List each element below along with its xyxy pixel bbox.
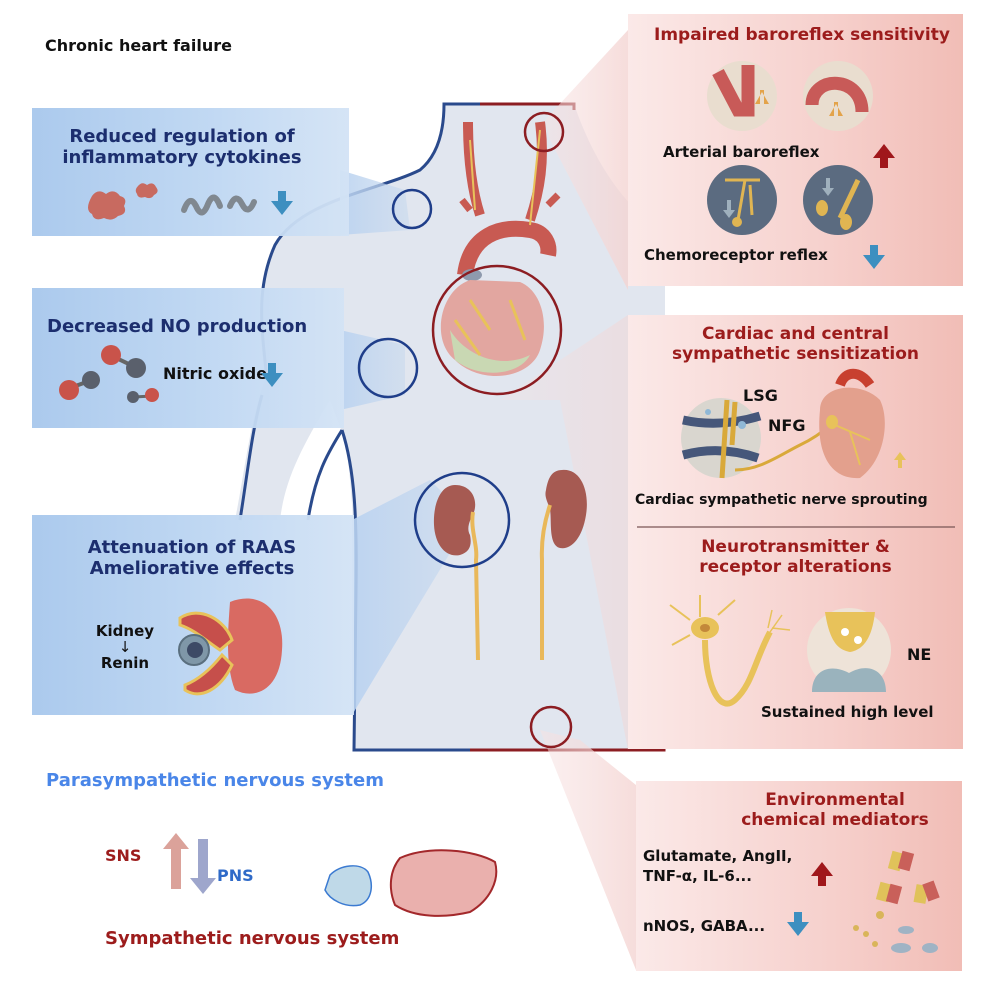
kidney-renin-flow: Kidney ↓ Renin [85, 622, 165, 672]
callout-wedge-cytokines [340, 170, 410, 235]
panel-sensitization-title-line2: sympathetic sensitization [671, 344, 919, 364]
panel-sensitization-title-line1: Cardiac and central [702, 324, 889, 344]
panel-neurotransmitter-title-line1: Neurotransmitter & [701, 537, 890, 557]
upregulated-line2: TNF-α, IL-6... [643, 867, 752, 885]
parasympathetic-label: Parasympathetic nervous system [46, 770, 384, 791]
panel-neurotransmitter-title-line2: receptor alterations [699, 557, 892, 577]
panel-cytokines-title-line2: inflammatory cytokines [62, 147, 302, 168]
left-kidney [433, 485, 476, 556]
chemoreceptor-reflex-label: Chemoreceptor reflex [644, 246, 828, 264]
panel-neurotransmitter-title: Neurotransmitter & receptor alterations [628, 537, 963, 577]
nfg-label: NFG [768, 416, 806, 435]
panel-raas-title: Attenuation of RAAS Ameliorative effects [62, 537, 322, 579]
callout-wedge-sensitization [500, 315, 628, 750]
downregulated-mediators: nNOS, GABA... [643, 917, 766, 935]
panel-environmental-title-line2: chemical mediators [741, 810, 929, 830]
panel-raas-title-line1: Attenuation of RAAS [87, 537, 297, 558]
highlight-circle-heart [431, 264, 563, 396]
highlight-circle-abdomen [529, 705, 573, 749]
panel-baroreflex [628, 14, 963, 286]
flow-arrow-icon: ↓ [118, 638, 132, 656]
pns-label: PNS [217, 866, 254, 885]
highlight-circle-no [357, 337, 419, 399]
arterial-baroreflex-label: Arterial baroreflex [663, 143, 820, 161]
panel-sensitization [628, 315, 963, 749]
highlight-circle-kidney [413, 471, 511, 569]
sprouting-caption: Cardiac sympathetic nerve sprouting [635, 492, 928, 508]
panel-nitric-oxide-title: Decreased NO production [47, 316, 308, 337]
upregulated-line1: Glutamate, AngII, [643, 847, 793, 865]
callout-wedge-no [340, 330, 405, 410]
callout-wedge-baroreflex [545, 30, 628, 290]
lsg-label: LSG [743, 386, 778, 405]
sns-label: SNS [105, 846, 142, 865]
panel-raas-title-line2: Ameliorative effects [89, 558, 295, 579]
panel-cytokines-title-line1: Reduced regulation of [69, 126, 295, 147]
torso-silhouette [235, 104, 665, 750]
panel-nitric-oxide [32, 288, 344, 428]
panel-cytokines-title: Reduced regulation of inflammatory cytok… [32, 126, 332, 168]
upregulated-mediators: Glutamate, AngII, TNF-α, IL-6... [643, 846, 792, 886]
right-kidney [545, 469, 587, 549]
flow-kidney: Kidney [95, 622, 155, 640]
sympathetic-label: Sympathetic nervous system [105, 928, 400, 949]
panel-environmental-title-line1: Environmental [765, 790, 905, 810]
panel-environmental-title: Environmental chemical mediators [700, 790, 970, 830]
panel-environmental [636, 781, 962, 971]
panel-baroreflex-title: Impaired baroreflex sensitivity [654, 25, 950, 45]
callout-wedge-environmental [540, 730, 636, 970]
figure-title: Chronic heart failure [45, 36, 232, 55]
highlight-circle-carotid [523, 111, 565, 153]
ne-label: NE [907, 645, 932, 664]
sustained-level-caption: Sustained high level [761, 703, 934, 721]
panel-sensitization-title: Cardiac and central sympathetic sensitiz… [628, 324, 963, 364]
flow-renin: Renin [100, 654, 150, 672]
heart-with-aorta [440, 121, 561, 377]
nitric-oxide-label: Nitric oxide [163, 364, 268, 383]
highlight-circle-cytokines [391, 188, 433, 230]
